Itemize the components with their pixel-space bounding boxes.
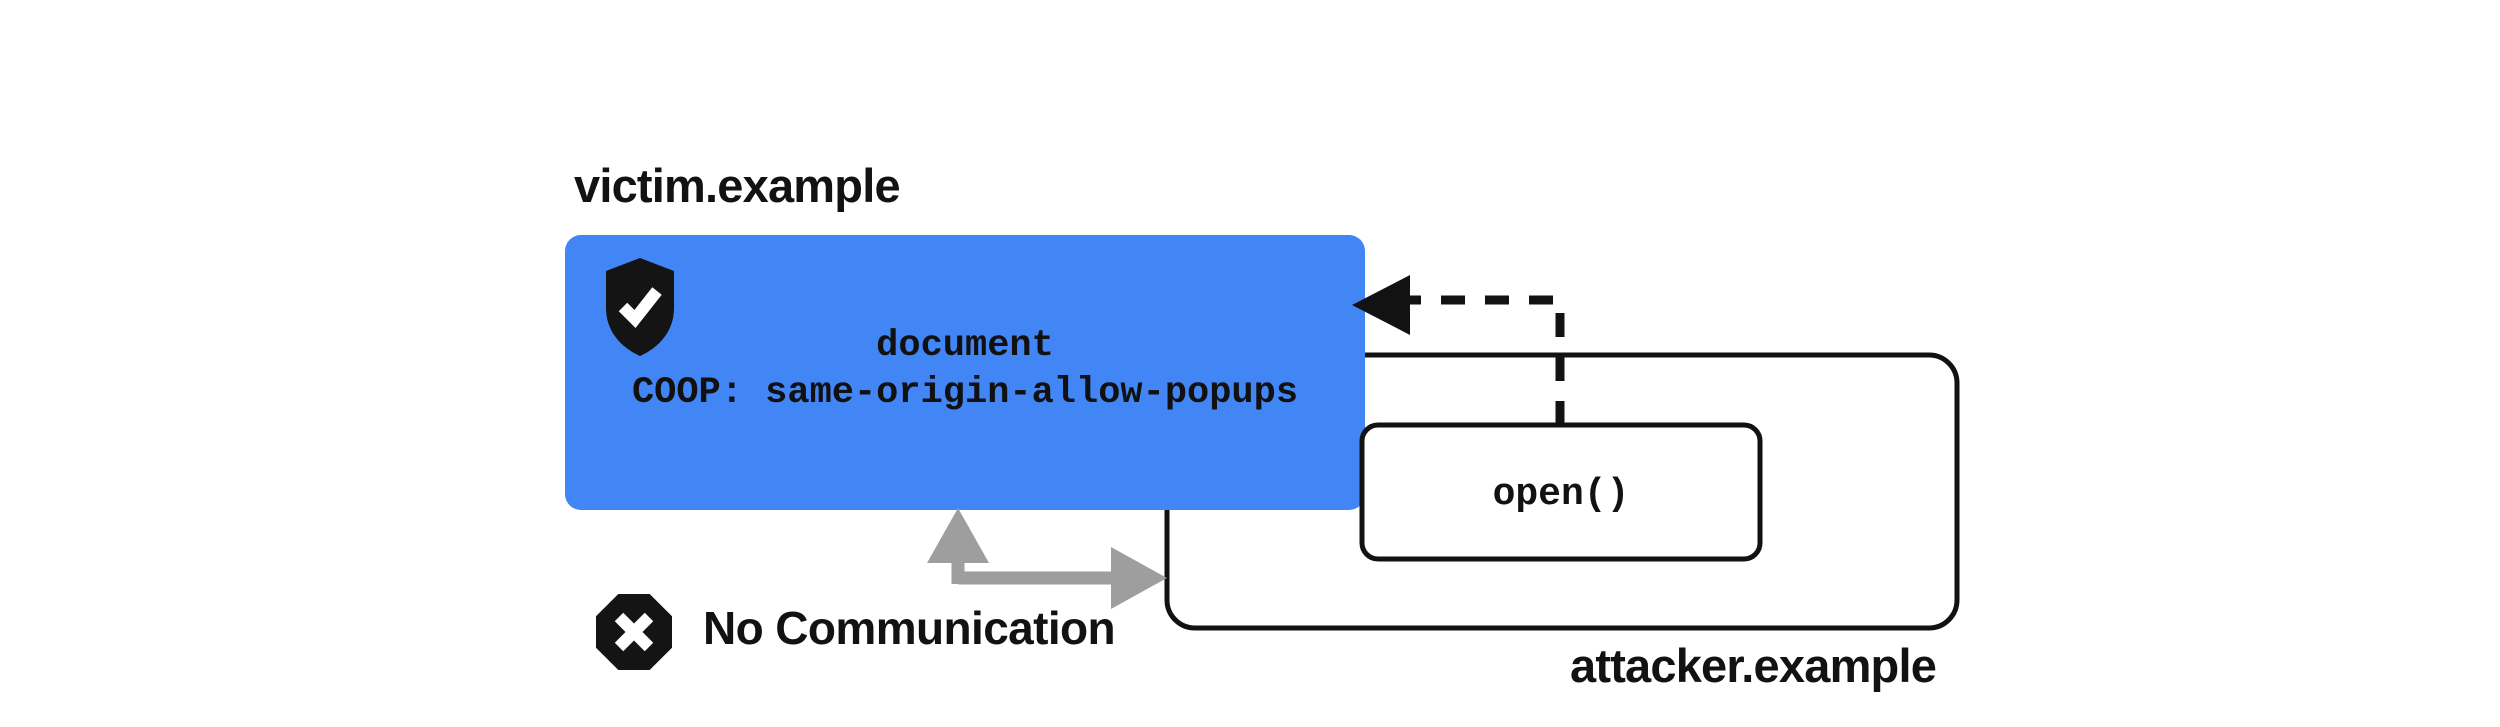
opener-reference-arrow bbox=[1352, 275, 1565, 425]
open-call-label: open() bbox=[1492, 473, 1630, 516]
victim-document-label: document bbox=[876, 325, 1054, 367]
shield-check-icon bbox=[606, 258, 674, 356]
attacker-origin-label: attacker.example bbox=[1570, 639, 1937, 692]
octagon-x-icon bbox=[596, 594, 672, 670]
victim-coop-header-label: COOP: same-origin-allow-popups bbox=[631, 372, 1299, 414]
no-communication-label: No Communication bbox=[703, 602, 1116, 654]
opener-reference-arrowhead bbox=[1352, 275, 1410, 335]
no-communication-arrowhead-up bbox=[927, 508, 989, 563]
no-communication-arrow bbox=[927, 508, 1167, 609]
victim-document-panel bbox=[565, 235, 1365, 510]
victim-origin-label: victim.example bbox=[574, 159, 901, 212]
no-communication-arrowhead-right bbox=[1111, 547, 1167, 609]
